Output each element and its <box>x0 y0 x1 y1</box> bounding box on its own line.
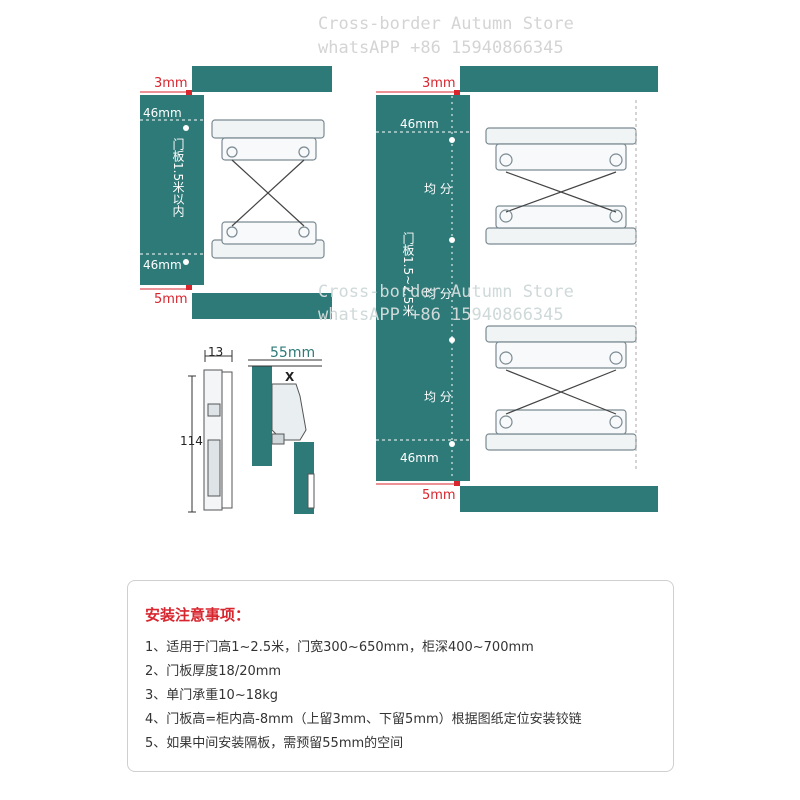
left-bottom-gap-label: 5mm <box>154 292 188 307</box>
even-split-label-1: 均 分 <box>424 182 452 196</box>
left-cabinet-bottom-panel <box>192 293 332 319</box>
left-top-gap-label: 3mm <box>154 76 188 91</box>
watermark-top-line2: whatsAPP +86 15940866345 <box>318 38 564 58</box>
note-item-5: 5、如果中间安装隔板，需预留55mm的空间 <box>145 736 404 751</box>
note-item-4: 4、门板高=柜内高-8mm（上留3mm、下留5mm）根据图纸定位安装铰链 <box>145 712 582 727</box>
right-cabinet-bottom-panel <box>460 486 658 512</box>
right-door-label: 门板1.5~2.5米 <box>401 232 415 317</box>
right-top-hinge-offset: 46mm <box>400 117 439 131</box>
watermark-top-line1: Cross-border Autumn Store <box>318 14 574 34</box>
installation-notes-box <box>127 580 674 772</box>
note-item-2: 2、门板厚度18/20mm <box>145 664 282 679</box>
right-top-gap-label: 3mm <box>422 76 456 91</box>
right-bottom-gap-label: 5mm <box>422 488 456 503</box>
even-split-label-3: 均 分 <box>424 390 452 404</box>
left-cabinet-top-panel <box>192 66 332 92</box>
note-item-3: 3、单门承重10~18kg <box>145 688 279 703</box>
right-door-panel <box>376 95 470 481</box>
left-bottom-hinge-offset: 46mm <box>143 258 182 272</box>
detail-dim-114: 114 <box>180 434 203 448</box>
detail-width-label: 55mm <box>270 345 316 361</box>
even-split-label-2: 均 分 <box>424 287 452 301</box>
right-cabinet-top-panel <box>460 66 658 92</box>
left-door-label: 门板1.5米以内 <box>171 138 185 218</box>
notes-title: 安装注意事项： <box>145 606 251 624</box>
watermark-middle-line1: Cross-border Autumn Store <box>318 282 574 302</box>
left-top-hinge-offset: 46mm <box>143 106 182 120</box>
note-item-1: 1、适用于门高1~2.5米，门宽300~650mm，柜深400~700mm <box>145 640 534 655</box>
detail-x-label: X <box>285 370 295 384</box>
left-door-panel <box>140 95 204 285</box>
right-bottom-hinge-offset: 46mm <box>400 451 439 465</box>
watermark-middle-line2: whatsAPP +86 15940866345 <box>318 305 564 325</box>
